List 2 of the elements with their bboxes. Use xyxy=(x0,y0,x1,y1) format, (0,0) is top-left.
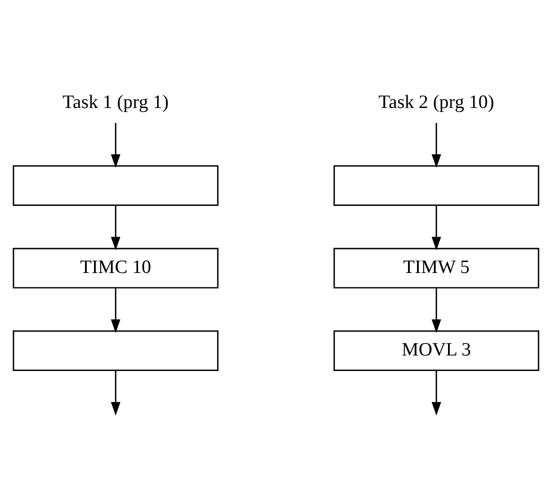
node-text: Task 2 (prg 10) xyxy=(378,92,494,114)
node-text: Task 1 (prg 1) xyxy=(62,92,169,114)
